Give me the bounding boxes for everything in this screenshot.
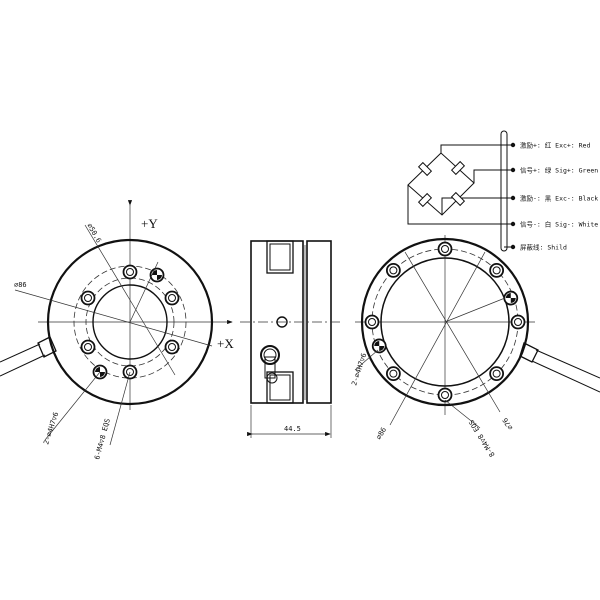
wire-label: 激励-: 黑 Exc-: Black (520, 194, 598, 203)
cable-bundle (500, 130, 508, 252)
dim-outer: ⌀86 (375, 426, 388, 441)
wire-terminal-dot (510, 142, 516, 148)
pin-hole (371, 338, 387, 354)
wiring-diagram: 激励+: 红 Exc+: Red 信号+: 绿 Sig+: Green 激励-: 黑… (407, 130, 598, 252)
side-view: 44.5 (240, 240, 340, 438)
front-view: +Y +X ⌀50.6 ⌀86 2-⌀4H7▽6 6-M4▽8 EQS (0, 200, 234, 461)
inner-bore (380, 257, 510, 387)
strain-gauge (417, 161, 433, 177)
bolt-hole (364, 314, 380, 330)
back-view: 2-⌀4H7▽6 8-M4▽8 EQS ⌀86 ⌀76 (350, 235, 600, 458)
leader-pins (44, 371, 101, 441)
bolt-hole (385, 366, 401, 382)
cable-right (519, 342, 600, 393)
bolt-hole (164, 290, 180, 306)
bolt-hole (164, 339, 180, 355)
strain-gauge (417, 192, 433, 208)
bolt-hole (489, 262, 505, 278)
center-line (129, 261, 159, 323)
bolt-hole (80, 339, 96, 355)
cable-left (0, 336, 57, 377)
bridge (407, 152, 475, 216)
wire-terminal-dot (510, 221, 516, 227)
bolt-hole (122, 364, 138, 380)
dim-pins: 2-⌀4H7▽6 (42, 411, 60, 446)
dim-threads: 6-M4▽8 EQS (93, 418, 112, 461)
outer-ring (360, 237, 530, 407)
side-hole (276, 316, 288, 328)
bolt-hole (437, 387, 453, 403)
dim-outer: ⌀86 (14, 281, 27, 289)
bolt-hole (510, 314, 526, 330)
bolt-hole (489, 366, 505, 382)
wire-label: 激励+: 红 Exc+: Red (520, 141, 590, 150)
inner-bore (92, 284, 168, 360)
bolt-hole (80, 290, 96, 306)
dim-pcd: ⌀50.6 (85, 222, 102, 244)
axis-y-label: +Y (141, 216, 158, 231)
window-bottom (266, 371, 294, 404)
bolt-hole (437, 241, 453, 257)
leader-threads (109, 371, 131, 446)
leader-pcd (84, 224, 176, 376)
connector (260, 345, 280, 384)
bolt-hole (122, 264, 138, 280)
dim-width: 44.5 (284, 425, 301, 433)
window-top (266, 240, 294, 274)
dim-pcd: ⌀76 (501, 416, 514, 431)
outer-ring (46, 238, 214, 406)
pin-hole (149, 267, 165, 283)
bolt-hole (385, 262, 401, 278)
wire-label: 屏蔽线: Shild (520, 243, 567, 252)
wire-label: 信号-: 白 Sig-: White (520, 220, 598, 229)
dim-pins: 2-⌀4H7▽6 (350, 352, 368, 387)
strain-gauge (450, 191, 466, 207)
axis-x-label: +X (217, 336, 234, 351)
dim-threads: 8-M4▽8 EQS (468, 418, 497, 458)
leader-outer (14, 289, 213, 347)
wire-terminal-dot (510, 167, 516, 173)
wire-label: 信号+: 绿 Sig+: Green (520, 166, 598, 175)
wire-terminal-dot (510, 244, 516, 250)
pin-hole (503, 290, 519, 306)
wire-terminal-dot (510, 195, 516, 201)
strain-gauge (450, 160, 466, 176)
